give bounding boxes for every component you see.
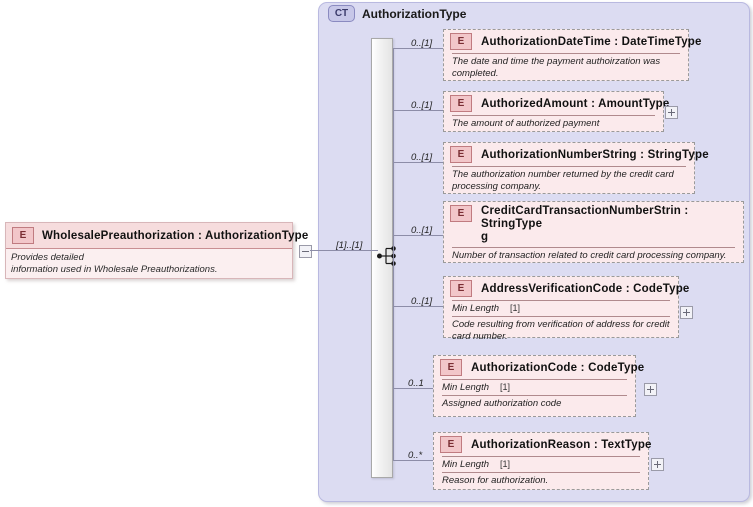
connector-root-to-sequence: [310, 250, 378, 251]
root-element-title: WholesalePreauthorization : Authorizatio…: [42, 229, 309, 242]
element-title: AuthorizationCode : CodeType: [471, 361, 645, 374]
root-element-description-line1: Provides detailed: [11, 252, 84, 263]
element-title: AuthorizedAmount : AmountType: [481, 97, 670, 110]
expand-button-addressverificationcode[interactable]: [680, 306, 693, 319]
element-description: The amount of authorized payment: [452, 118, 600, 129]
element-facet: Min Length [1]: [434, 457, 648, 472]
root-element-description: Provides detailed information used in Wh…: [6, 249, 292, 275]
element-box-authorizationnumberstring[interactable]: E AuthorizationNumberString : StringType…: [443, 142, 709, 194]
connector-trunk: [393, 48, 394, 460]
complextype-header: CT AuthorizationType: [328, 5, 466, 22]
facet-label: Min Length: [442, 382, 490, 393]
element-facet: Min Length [1]: [434, 380, 635, 395]
element-box-authorizationdatetime[interactable]: E AuthorizationDateTime : DateTimeType T…: [443, 29, 701, 81]
element-title-line2: g: [481, 231, 489, 243]
facet-label: Min Length: [442, 459, 490, 470]
element-icon: E: [440, 436, 462, 453]
connector-branch-6: [393, 460, 433, 461]
element-divider: [442, 379, 627, 380]
connector-branch-4: [393, 306, 443, 307]
element-title: AddressVerificationCode : CodeType: [481, 282, 690, 295]
element-icon: E: [450, 95, 472, 112]
element-divider-2: [452, 316, 670, 317]
element-titlebar: E AuthorizationReason : TextType: [434, 433, 651, 456]
element-icon: E: [450, 205, 472, 222]
element-divider: [452, 247, 735, 248]
root-collapse-button[interactable]: [299, 245, 312, 258]
element-title: AuthorizationDateTime : DateTimeType: [481, 35, 702, 48]
element-box-authorizationcode[interactable]: E AuthorizationCode : CodeType Min Lengt…: [433, 355, 644, 417]
expand-button-authorizationreason[interactable]: [651, 458, 664, 471]
element-titlebar: E AuthorizationDateTime : DateTimeType: [444, 30, 701, 53]
facet-value: [1]: [510, 303, 521, 313]
element-titlebar: E AuthorizationCode : CodeType: [434, 356, 644, 379]
root-element-box[interactable]: E WholesalePreauthorization : Authorizat…: [5, 222, 308, 279]
root-element-description-line2: information used in Wholesale Preauthori…: [11, 263, 218, 275]
element-description: The date and time the payment authoirzat…: [452, 56, 661, 79]
element-icon: E: [450, 33, 472, 50]
element-description: Assigned authorization code: [434, 396, 635, 413]
connector-branch-3: [393, 235, 443, 236]
element-icon: E: [440, 359, 462, 376]
element-divider: [452, 166, 686, 167]
facet-value: [1]: [500, 459, 511, 469]
facet-value: [1]: [500, 382, 511, 392]
complextype-badge: CT: [328, 5, 355, 22]
element-icon: E: [450, 146, 472, 163]
element-divider-2: [442, 395, 627, 396]
root-cardinality-label: [1]..[1]: [336, 240, 363, 251]
sequence-icon[interactable]: [377, 246, 399, 266]
element-titlebar: E AddressVerificationCode : CodeType: [444, 277, 689, 300]
element-box-addressverificationcode[interactable]: E AddressVerificationCode : CodeType Min…: [443, 276, 689, 342]
element-description-text: Assigned authorization code: [442, 398, 562, 409]
connector-branch-0: [393, 48, 443, 49]
connector-branch-2: [393, 162, 443, 163]
expand-button-authorizedamount[interactable]: [665, 106, 678, 119]
element-description: The authorization number returned by the…: [452, 169, 674, 192]
facet-label: Min Length: [452, 303, 500, 314]
element-description: Code resulting from verification of addr…: [452, 319, 670, 342]
cardinality-label-5: 0..1: [408, 378, 424, 389]
element-facet: Min Length [1]: [444, 301, 678, 316]
element-title: CreditCardTransactionNumberStrin : Strin…: [481, 205, 738, 244]
element-box-authorizedamount[interactable]: E AuthorizedAmount : AmountType The amou…: [443, 91, 669, 132]
element-icon: E: [12, 227, 34, 244]
connector-branch-5: [393, 388, 433, 389]
element-box-authorizationreason[interactable]: E AuthorizationReason : TextType Min Len…: [433, 432, 651, 490]
connector-branch-1: [393, 110, 443, 111]
complextype-title: AuthorizationType: [362, 6, 467, 21]
element-title-line1: CreditCardTransactionNumberStrin : Strin…: [481, 205, 689, 230]
root-element-titlebar: E WholesalePreauthorization : Authorizat…: [6, 223, 308, 249]
element-titlebar: E AuthorizationNumberString : StringType: [444, 143, 709, 166]
cardinality-label-3: 0..[1]: [411, 225, 433, 236]
element-divider: [452, 53, 680, 54]
expand-button-authorizationcode[interactable]: [644, 383, 657, 396]
cardinality-label-1: 0..[1]: [411, 100, 433, 111]
element-box-creditcardtransactionnumberstring[interactable]: E CreditCardTransactionNumberStrin : Str…: [443, 201, 744, 263]
element-description: Number of transaction related to credit …: [452, 250, 727, 261]
element-divider-2: [442, 472, 640, 473]
element-icon: E: [450, 280, 472, 297]
element-description: Reason for authorization.: [442, 475, 549, 486]
element-title: AuthorizationReason : TextType: [471, 438, 652, 451]
element-divider: [452, 115, 655, 116]
cardinality-label-6: 0..*: [408, 450, 423, 461]
element-divider: [442, 456, 640, 457]
element-title: AuthorizationNumberString : StringType: [481, 148, 709, 161]
element-titlebar: E CreditCardTransactionNumberStrin : Str…: [444, 202, 743, 247]
cardinality-label-0: 0..[1]: [411, 38, 433, 49]
cardinality-label-2: 0..[1]: [411, 152, 433, 163]
element-divider: [452, 300, 670, 301]
element-titlebar: E AuthorizedAmount : AmountType: [444, 92, 669, 115]
cardinality-label-4: 0..[1]: [411, 296, 433, 307]
